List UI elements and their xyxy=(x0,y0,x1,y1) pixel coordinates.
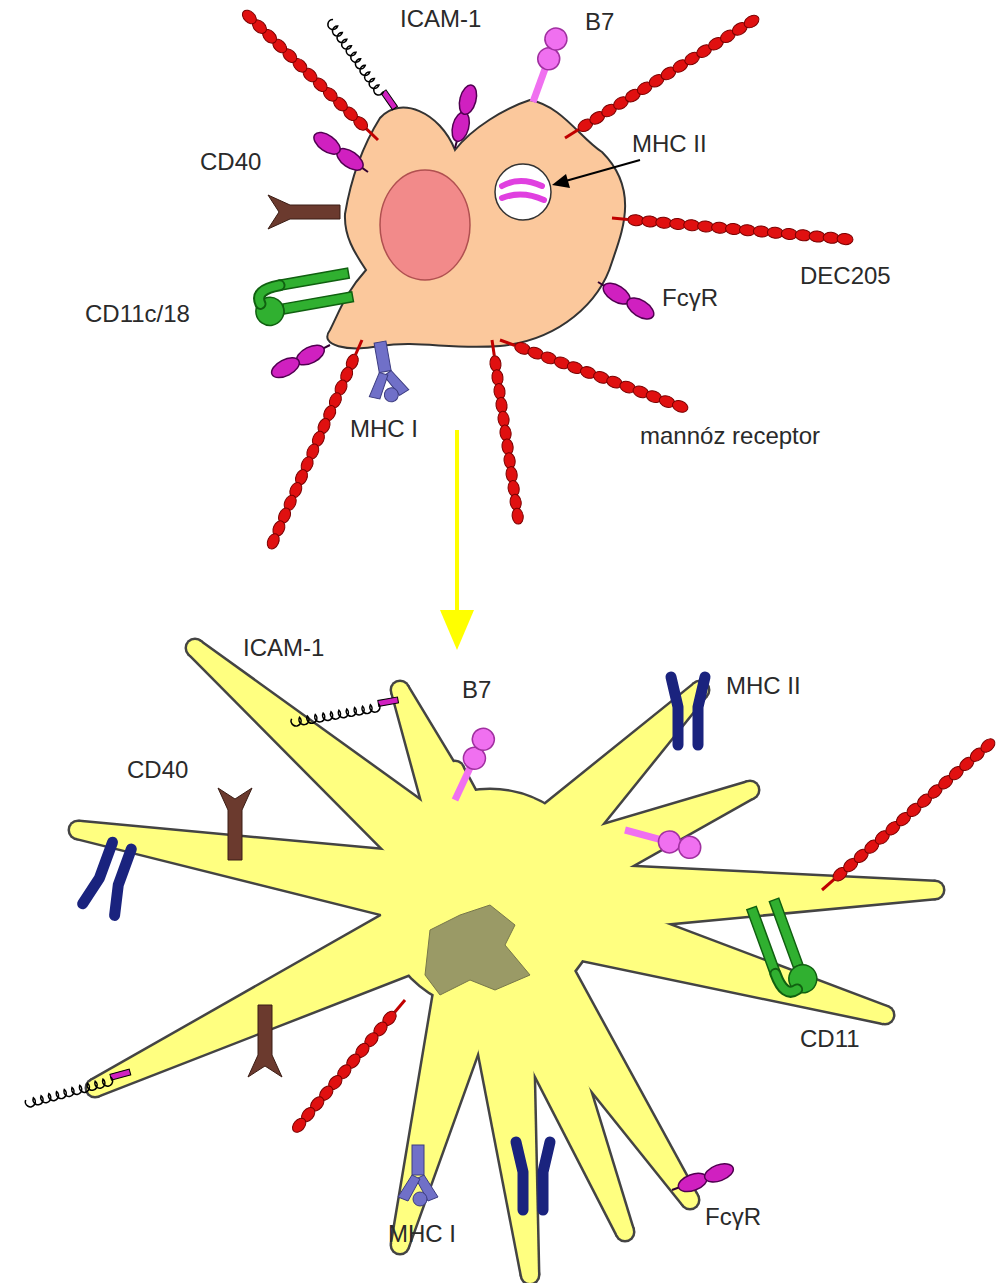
receptor-chain xyxy=(240,7,378,140)
immature-cell-body xyxy=(327,100,625,348)
leader-arrowhead xyxy=(552,174,570,188)
mhc-i-molecule xyxy=(360,339,410,406)
chain-stem xyxy=(492,340,494,356)
molecule-label: mannóz receptor xyxy=(640,422,820,450)
chain-bead xyxy=(290,1116,309,1135)
molecule-label: ICAM-1 xyxy=(400,5,481,33)
molecule-label: DEC205 xyxy=(800,262,891,290)
mhc-ii-molecule xyxy=(671,677,705,745)
cell-core xyxy=(380,790,600,1010)
molecule-label: MHC I xyxy=(388,1220,456,1248)
molecule-label: ICAM-1 xyxy=(243,634,324,662)
molecule-label: FcγR xyxy=(662,284,718,312)
cell-arm-tip xyxy=(877,1007,893,1023)
maturation-arrow xyxy=(455,430,459,612)
cell-arm-tip xyxy=(187,640,203,656)
b7-molecule xyxy=(622,819,703,860)
chain-bead xyxy=(978,736,997,755)
chain-bead xyxy=(837,233,854,245)
chain-bead xyxy=(240,7,259,26)
molecule-label: CD11 xyxy=(800,1025,860,1053)
mature-cell-body xyxy=(70,640,943,1283)
molecule-label: CD40 xyxy=(127,756,188,784)
molecule-label: CD11c/18 xyxy=(85,300,190,328)
chain-bead xyxy=(671,398,690,414)
molecule-label: FcγR xyxy=(705,1203,761,1231)
icam-1-molecule xyxy=(290,697,399,727)
chain-stem xyxy=(565,130,579,138)
molecule-label: MHC I xyxy=(350,415,418,443)
molecule-label: MHC II xyxy=(632,130,707,158)
mhc-i-molecule xyxy=(398,1145,438,1206)
cell-arm-tip xyxy=(522,1267,538,1283)
fc-receptor xyxy=(447,83,479,150)
fc-receptor xyxy=(594,275,658,323)
receptor-chain xyxy=(500,340,690,414)
cell-arm-tip xyxy=(742,782,758,798)
mature-cell-outline xyxy=(68,638,946,1283)
molecule-label: MHC II xyxy=(726,672,801,700)
cell-arm-tip xyxy=(392,682,408,698)
receptor-chain xyxy=(489,340,524,525)
icam-1-molecule xyxy=(24,1069,132,1108)
molecule-label: B7 xyxy=(585,8,614,36)
chain-bead xyxy=(742,13,761,31)
cell-arm-tip xyxy=(927,882,943,898)
b7-molecule xyxy=(445,725,498,805)
b7-molecule xyxy=(523,25,570,106)
fc-receptor xyxy=(310,128,372,178)
cell-arm-tip xyxy=(70,822,86,838)
cell-arm-tip xyxy=(447,762,463,778)
nucleus xyxy=(380,170,470,280)
cd11-integrin xyxy=(747,895,821,1002)
chain-bead xyxy=(511,507,524,524)
receptor-chain xyxy=(612,214,854,245)
mhc-ii-molecule xyxy=(516,1142,550,1210)
chain-stem xyxy=(500,340,515,346)
molecule-label: B7 xyxy=(462,676,491,704)
nucleus xyxy=(425,905,530,995)
maturation-arrowhead xyxy=(440,610,474,650)
mhc-ii-intracellular xyxy=(502,181,542,186)
chain-stem xyxy=(395,1000,405,1012)
mhc-ii-molecule xyxy=(83,840,138,916)
chain-stem xyxy=(612,218,628,219)
cell-core xyxy=(380,790,600,1010)
receptor-chain xyxy=(290,1000,405,1135)
fc-receptor xyxy=(669,1160,736,1197)
cd40-molecule xyxy=(268,195,340,229)
molecule-label: CD40 xyxy=(200,148,261,176)
chain-stem xyxy=(366,129,378,140)
cell-arm-tip xyxy=(682,1192,698,1208)
cd11-integrin xyxy=(251,268,355,327)
mhc-ii-intracellular xyxy=(502,194,544,200)
dec205-mannose-receptor-chains xyxy=(240,7,998,1134)
cd40-molecule xyxy=(248,1005,282,1077)
cd40-molecule xyxy=(218,788,252,860)
chain-bead xyxy=(265,532,282,551)
receptor-chain xyxy=(822,736,998,890)
icam-1-molecule xyxy=(326,17,398,113)
cell-arm-tip xyxy=(617,1224,633,1240)
vesicle xyxy=(495,164,551,220)
chain-stem xyxy=(356,340,362,355)
chain-stem xyxy=(822,879,834,890)
fc-receptor xyxy=(268,338,333,382)
leader-line xyxy=(562,160,640,182)
